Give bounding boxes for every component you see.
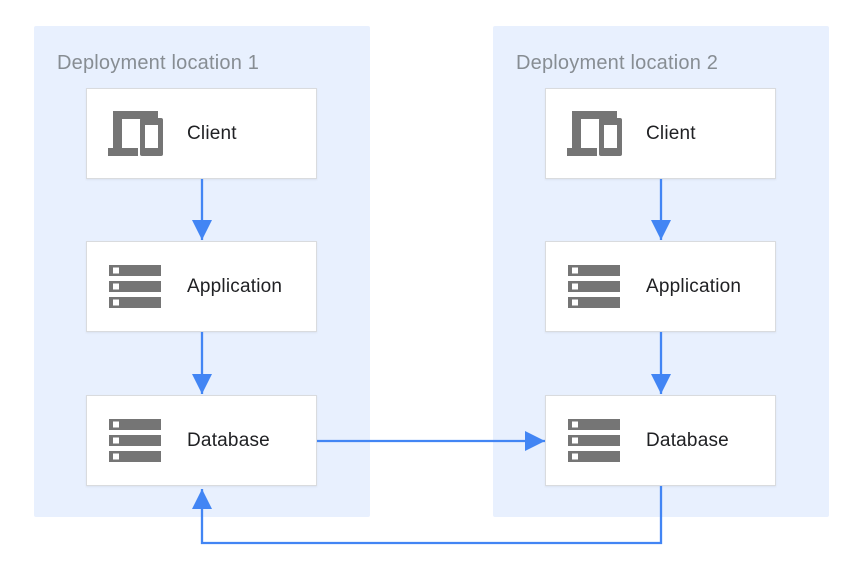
server-stack-icon [107, 265, 163, 308]
deployment-location-2-panel: Deployment location 2 Client [493, 26, 829, 517]
node-database-location-1: Database [86, 395, 317, 486]
server-stack-icon [566, 419, 622, 462]
node-database-location-2: Database [545, 395, 776, 486]
panel-title: Deployment location 2 [516, 52, 719, 74]
deployment-location-1-panel: Deployment location 1 Client [34, 26, 370, 517]
node-label: Application [646, 275, 742, 297]
node-label: Client [187, 122, 237, 144]
server-stack-icon [107, 419, 163, 462]
node-client-location-2: Client [545, 88, 776, 179]
node-label: Application [187, 275, 283, 297]
devices-icon [566, 111, 622, 156]
server-stack-icon [566, 265, 622, 308]
node-label: Database [646, 429, 729, 451]
node-application-location-2: Application [545, 241, 776, 332]
node-label: Database [187, 429, 270, 451]
node-application-location-1: Application [86, 241, 317, 332]
node-client-location-1: Client [86, 88, 317, 179]
node-label: Client [646, 122, 696, 144]
panel-title: Deployment location 1 [57, 52, 260, 74]
devices-icon [107, 111, 163, 156]
